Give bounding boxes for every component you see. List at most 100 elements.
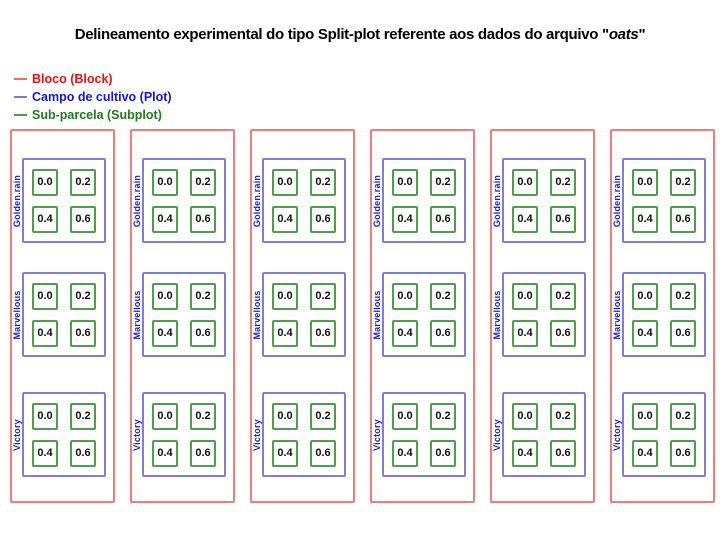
plot-label-text: Golden.rain <box>252 174 262 227</box>
plot-box-golden-rain: 0.0 0.2 0.4 0.6 <box>382 158 466 243</box>
subplot-cell: 0.2 <box>190 168 216 196</box>
subplot-cell: 0.2 <box>430 282 456 310</box>
subplot-cell: 0.2 <box>670 282 696 310</box>
subplot-cell: 0.2 <box>310 402 336 430</box>
plot-box-victory: 0.0 0.2 0.4 0.6 <box>502 392 586 477</box>
title-closing-quote: " <box>638 26 646 43</box>
plot-label-marvellous: Marvellous <box>132 272 142 357</box>
plot-label-text: Golden.rain <box>12 174 22 227</box>
subplot-cell: 0.6 <box>430 439 456 467</box>
subplot-cell: 0.6 <box>70 439 96 467</box>
subplot-cell: 0.6 <box>310 319 336 347</box>
plot-label-golden-rain: Golden.rain <box>12 158 22 243</box>
subplot-cell: 0.0 <box>272 168 298 196</box>
subplot-cell: 0.0 <box>392 402 418 430</box>
plot-label-text: Victory <box>612 418 622 451</box>
subplot-cell: 0.4 <box>632 439 658 467</box>
plot-label-text: Golden.rain <box>132 174 142 227</box>
subplot-cell: 0.4 <box>272 439 298 467</box>
subplot-cell: 0.4 <box>152 205 178 233</box>
subplot-cell: 0.2 <box>70 402 96 430</box>
subplot-cell: 0.6 <box>310 205 336 233</box>
subplot-cell: 0.6 <box>670 205 696 233</box>
plot-label-text: Victory <box>372 418 382 451</box>
subplot-cell: 0.6 <box>430 205 456 233</box>
subplot-cell: 0.4 <box>32 439 58 467</box>
subplot-cell: 0.4 <box>512 205 538 233</box>
subplot-cell: 0.0 <box>392 168 418 196</box>
subplot-cell: 0.6 <box>550 439 576 467</box>
plot-label-text: Marvellous <box>492 289 502 340</box>
plot-label-text: Marvellous <box>612 289 622 340</box>
subplot-cell: 0.0 <box>152 168 178 196</box>
subplot-cell: 0.6 <box>190 319 216 347</box>
subplot-cell: 0.4 <box>632 319 658 347</box>
subplot-cell: 0.6 <box>190 205 216 233</box>
subplot-cell: 0.2 <box>550 168 576 196</box>
subplot-cell: 0.2 <box>430 168 456 196</box>
subplot-cell: 0.0 <box>392 282 418 310</box>
plot-label-text: Golden.rain <box>492 174 502 227</box>
subplot-cell: 0.2 <box>70 168 96 196</box>
plot-label-text: Marvellous <box>372 289 382 340</box>
subplot-cell: 0.4 <box>152 439 178 467</box>
plot-label-victory: Victory <box>492 392 502 477</box>
subplot-cell: 0.0 <box>632 282 658 310</box>
subplot-cell: 0.6 <box>430 319 456 347</box>
plot-label-text: Victory <box>132 418 142 451</box>
plot-label-victory: Victory <box>252 392 262 477</box>
subplot-cell: 0.0 <box>512 282 538 310</box>
subplot-cell: 0.4 <box>512 439 538 467</box>
legend-label-plot: Campo de cultivo (Plot) <box>32 90 172 104</box>
subplot-cell: 0.2 <box>70 282 96 310</box>
plot-label-text: Golden.rain <box>612 174 622 227</box>
subplot-cell: 0.4 <box>392 319 418 347</box>
plot-label-victory: Victory <box>612 392 622 477</box>
plot-row: Golden.rain 0.0 0.2 0.4 0.6 <box>132 158 233 243</box>
subplot-cell: 0.4 <box>392 439 418 467</box>
plot-label-text: Marvellous <box>132 289 142 340</box>
legend: Bloco (Block) Campo de cultivo (Plot) Su… <box>14 70 172 124</box>
subplot-cell: 0.2 <box>310 282 336 310</box>
subplot-cell: 0.4 <box>632 205 658 233</box>
subplot-cell: 0.6 <box>550 205 576 233</box>
plot-label-golden-rain: Golden.rain <box>492 158 502 243</box>
plot-label-golden-rain: Golden.rain <box>252 158 262 243</box>
plot-label-text: Victory <box>252 418 262 451</box>
plot-label-victory: Victory <box>132 392 142 477</box>
plot-label-golden-rain: Golden.rain <box>132 158 142 243</box>
plot-label-victory: Victory <box>12 392 22 477</box>
legend-item-plot: Campo de cultivo (Plot) <box>14 88 172 106</box>
plot-row: Victory 0.0 0.2 0.4 0.6 <box>492 392 593 477</box>
plot-label-golden-rain: Golden.rain <box>612 158 622 243</box>
subplot-cell: 0.4 <box>392 205 418 233</box>
plot-label-marvellous: Marvellous <box>252 272 262 357</box>
subplot-cell: 0.2 <box>550 402 576 430</box>
subplot-cell: 0.0 <box>512 402 538 430</box>
plot-label-text: Marvellous <box>252 289 262 340</box>
title-emphasis: oats <box>608 26 639 43</box>
subplot-cell: 0.0 <box>32 168 58 196</box>
subplot-cell: 0.0 <box>632 168 658 196</box>
